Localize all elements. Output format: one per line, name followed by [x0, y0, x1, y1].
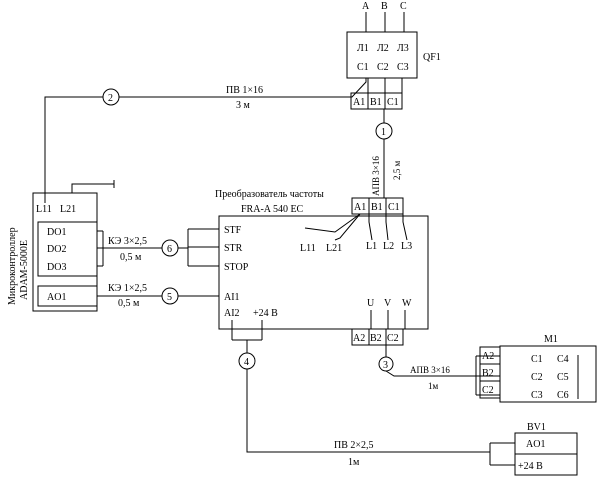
breaker-body [346, 31, 418, 79]
cable-4: 4 ПВ 2×2,5 1м [231, 320, 490, 468]
breaker-input-1: Л1 [357, 43, 369, 54]
breaker-name: QF1 [423, 52, 441, 63]
cable-number: 6 [167, 244, 172, 255]
controller-label-line2: ADAM-5000E [19, 240, 30, 300]
breaker-output-1: С1 [357, 62, 369, 73]
converter-terminal-label-b1: B1 [371, 202, 383, 213]
motor-winding-c5: C5 [557, 372, 569, 383]
cable-type: КЭ 1×2,5 [108, 283, 147, 294]
cable-6: 6 КЭ 3×2,5 0,5 м [97, 228, 219, 267]
motor-terminal-label-c2: C2 [482, 385, 494, 396]
phase-label-c: C [400, 1, 407, 12]
converter-power-l3: L3 [401, 241, 412, 252]
converter-terminal-label-a1: A1 [354, 202, 366, 213]
converter-body [218, 215, 429, 330]
converter-model: FRA-A 540 EC [241, 204, 304, 215]
frequency-converter: Преобразователь частоты FRA-A 540 EC A1 … [215, 189, 429, 346]
breaker-qf1: A B C Л1 Л2 Л3 С1 С2 С3 QF1 A1 B1 C1 [346, 1, 441, 110]
converter-output-v: V [384, 298, 392, 309]
cable-length: 3 м [236, 100, 251, 111]
cable-number: 1 [381, 127, 386, 138]
converter-power-l2: L2 [383, 241, 394, 252]
converter-control-l21: L21 [326, 243, 342, 254]
cable-number-circle [102, 88, 120, 106]
controller-do1: DO1 [47, 227, 66, 238]
converter-terminal-c1 [385, 197, 404, 215]
controller-power-l11: L11 [36, 204, 52, 215]
motor-terminal-c2 [479, 380, 501, 399]
cable-length: 2,5 м [392, 161, 402, 181]
converter-terminal-c2 [385, 328, 404, 346]
motor-terminal-label-a2: A2 [482, 351, 494, 362]
cable-type: ПВ 1×16 [226, 85, 263, 96]
converter-input-24v: +24 В [253, 308, 278, 319]
breaker-terminal-label-a1: A1 [353, 97, 365, 108]
cable-5: 5 КЭ 1×2,5 0,5 м [97, 283, 219, 309]
breaker-input-3: Л3 [397, 43, 409, 54]
motor-winding-c2: C2 [531, 372, 543, 383]
converter-terminal-label-a2: A2 [353, 333, 365, 344]
cable-type: АПВ 3×16 [371, 156, 381, 196]
cable-length: 0,5 м [120, 252, 142, 263]
converter-output-w: W [402, 298, 412, 309]
controller-label-line1: Микроконтроллер [7, 227, 18, 305]
controller-do-block [37, 221, 98, 277]
converter-input-ai2: AI2 [224, 308, 240, 319]
converter-output-u: U [367, 298, 375, 309]
microcontroller: Микроконтроллер ADAM-5000E L11 L21 DO1 D… [7, 180, 115, 312]
cable-length: 1м [428, 381, 439, 391]
breaker-terminal-label-b1: B1 [370, 97, 382, 108]
cable-length: 1м [348, 457, 360, 468]
breaker-terminal-label-c1: C1 [387, 97, 399, 108]
cable-type: АПВ 3×16 [410, 365, 450, 375]
breaker-output-2: С2 [377, 62, 389, 73]
converter-input-stf: STF [224, 225, 242, 236]
breaker-input-2: Л2 [377, 43, 389, 54]
controller-ao1: AO1 [47, 292, 66, 303]
converter-input-stop: STOP [224, 262, 249, 273]
motor-winding-c6: C6 [557, 390, 569, 401]
motor-winding-c4: C4 [557, 354, 569, 365]
motor-winding-c3: C3 [531, 390, 543, 401]
sensor-bv1: BV1 AO1 +24 В [489, 422, 578, 476]
converter-input-str: STR [224, 243, 243, 254]
converter-terminal-label-b2: B2 [370, 333, 382, 344]
motor-winding-c1: C1 [531, 354, 543, 365]
sensor-terminal-ao1: AO1 [526, 439, 545, 450]
converter-terminal-label-c1: C1 [388, 202, 400, 213]
cable-length: 0,5 м [118, 298, 140, 309]
cable-number: 5 [167, 292, 172, 303]
converter-control-l11: L11 [300, 243, 316, 254]
cable-type: ПВ 2×2,5 [334, 440, 374, 451]
controller-do2: DO2 [47, 244, 66, 255]
controller-do3: DO3 [47, 262, 66, 273]
cable-number: 3 [383, 360, 388, 371]
motor-m1: M1 A2 B2 C2 C1 C2 C3 C4 C5 C6 [479, 334, 597, 403]
cable-number: 4 [244, 357, 249, 368]
breaker-output-3: С3 [397, 62, 409, 73]
sensor-terminal-24v: +24 В [518, 461, 543, 472]
motor-terminal-label-b2: B2 [482, 368, 494, 379]
phase-label-a: A [362, 1, 370, 12]
motor-name: M1 [544, 334, 558, 345]
cable-2: 2 ПВ 1×16 3 м [44, 78, 367, 193]
cable-number: 2 [108, 93, 113, 104]
breaker-terminal-c1 [384, 92, 403, 110]
phase-label-b: B [381, 1, 388, 12]
converter-power-l1: L1 [366, 241, 377, 252]
cable-type: КЭ 3×2,5 [108, 236, 147, 247]
controller-power-l21: L21 [60, 204, 76, 215]
sensor-name: BV1 [527, 422, 546, 433]
converter-input-ai1: AI1 [224, 292, 240, 303]
cable-1: 1 АПВ 3×16 2,5 м [371, 109, 402, 198]
converter-title: Преобразователь частоты [215, 189, 324, 200]
converter-terminal-label-c2: C2 [387, 333, 399, 344]
motor-body [499, 345, 597, 403]
